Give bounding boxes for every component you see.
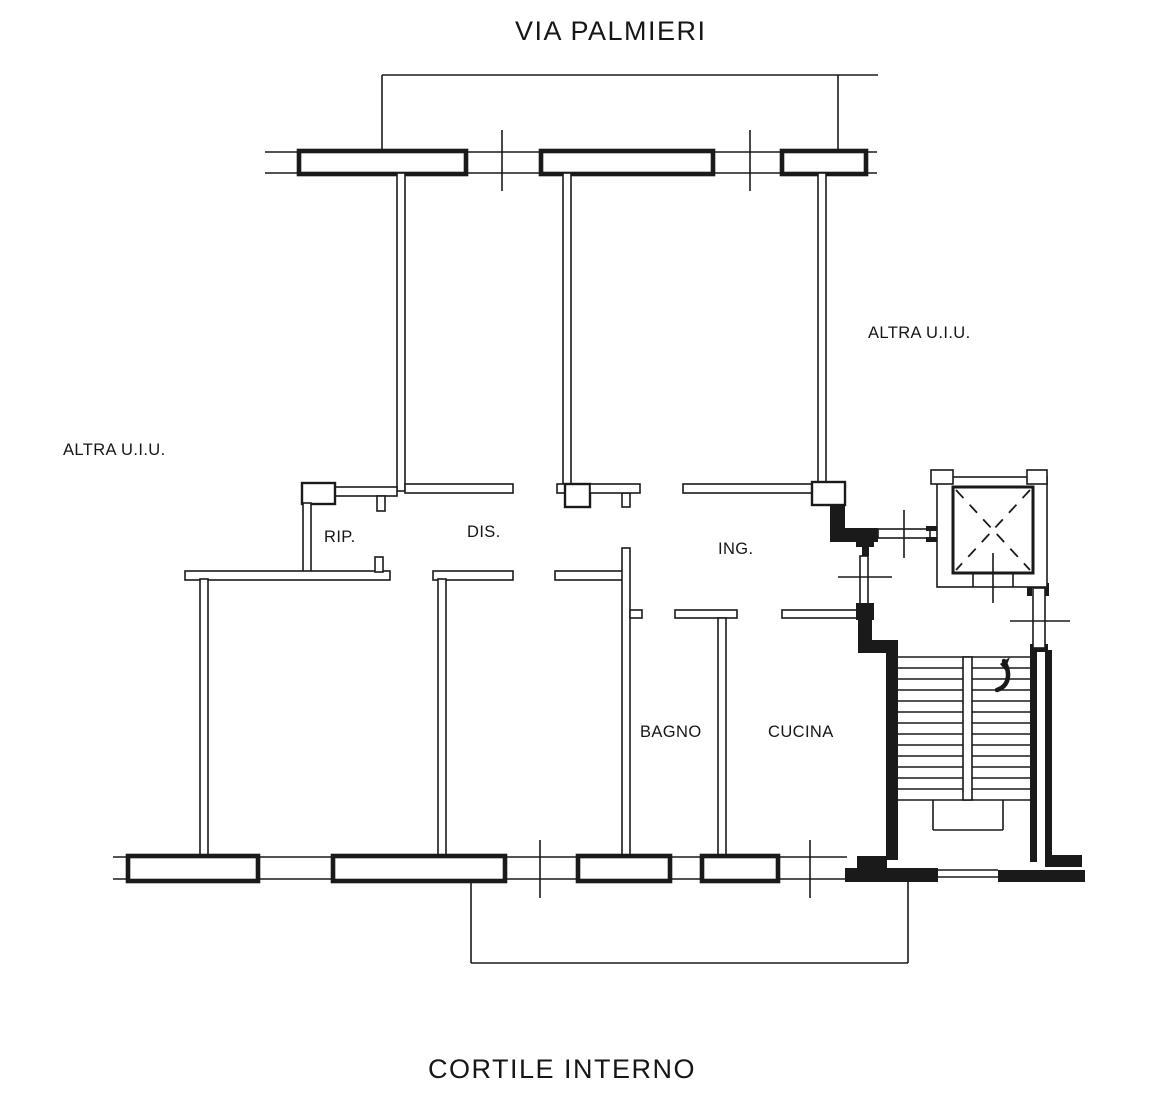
window: [575, 853, 673, 884]
door-pier: [300, 481, 337, 506]
room-label-dis: DIS.: [467, 523, 501, 541]
door-pier: [810, 480, 847, 507]
elevator-cross: [955, 489, 1031, 571]
site-boundary: [381, 74, 878, 151]
window: [296, 148, 469, 177]
stair-arrow-head: [1000, 657, 1010, 670]
courtyard-boundary: [470, 881, 909, 964]
entrance-walls: [830, 505, 946, 620]
stair-stringer: [962, 656, 973, 801]
window: [779, 148, 869, 177]
window: [538, 148, 716, 177]
courtyard-label: CORTILE INTERNO: [428, 1054, 697, 1084]
room-label-cucina: CUCINA: [768, 723, 834, 741]
room-label-rip: RIP.: [324, 528, 356, 546]
window: [330, 853, 508, 884]
stairwell-walls: [845, 583, 1085, 882]
interior-walls: [184, 172, 931, 858]
stairs: [898, 656, 1030, 831]
window: [125, 853, 261, 884]
adjacent-unit-left: ALTRA U.I.U.: [63, 441, 166, 459]
street-label: VIA PALMIERI: [515, 16, 707, 46]
adjacent-unit-right: ALTRA U.I.U.: [868, 324, 971, 342]
elevator: [930, 469, 1048, 588]
courtyard-wall: [113, 853, 847, 884]
dimension-ticks: [539, 510, 1070, 898]
door-pier: [563, 482, 592, 509]
room-label-bagno: BAGNO: [640, 723, 702, 741]
window: [699, 853, 781, 884]
elevator-cross: [955, 489, 1031, 571]
room-label-ing: ING.: [718, 540, 754, 558]
